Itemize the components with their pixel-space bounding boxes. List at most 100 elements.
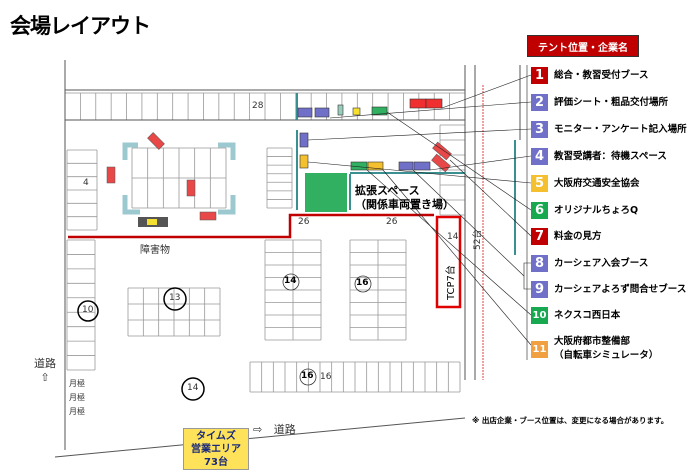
legend-label: 教習受講者：待機スペース <box>554 150 667 164</box>
tent-8 <box>398 161 414 171</box>
course-arrows <box>122 142 236 215</box>
monthly-label: 月極 <box>69 379 85 388</box>
booth-small <box>337 104 344 116</box>
legend-label-sub: （自転車シミュレータ） <box>554 350 659 361</box>
circled-markers <box>77 287 205 401</box>
legend-item: 10 ネクスコ西日本 <box>531 307 620 324</box>
legend-item: 7 料金の見方 <box>531 228 602 245</box>
legend-label-text: 料金の見方 <box>554 230 602 242</box>
road-bottom: ⇨ 道路 <box>253 421 296 437</box>
circle-13: 13 <box>169 293 181 303</box>
legend-label-text: 大阪府都市整備部 <box>554 336 631 347</box>
times-area-line2: 営業エリア <box>191 444 241 455</box>
stall-count-top: 28 <box>252 101 264 111</box>
tcp-label: TCP7台 <box>446 265 457 300</box>
leader-lines <box>307 65 532 360</box>
legend-number-badge: 5 <box>531 175 548 192</box>
legend-number-badge: 7 <box>531 228 548 245</box>
legend-item: 6 オリジナルちょろQ <box>531 202 638 219</box>
expansion-space-area <box>305 173 347 212</box>
legend-number-badge: 2 <box>531 94 548 111</box>
legend-label-text: ネクスコ西日本 <box>554 309 621 321</box>
legend-number-badge: 8 <box>531 255 548 272</box>
tent-2a <box>297 107 313 118</box>
legend-label: カーシェアよろず問合せブース <box>554 283 686 297</box>
circle-16-bottom: 16 <box>301 371 314 381</box>
road-left-label: 道路 <box>34 357 56 370</box>
arrow-up-icon: ⇧ <box>40 371 50 384</box>
stall-count-tcp: 14 <box>447 232 459 242</box>
legend-item: 5 大阪府交通安全協会 <box>531 175 640 192</box>
legend-label: 大阪府都市整備部 （自転車シミュレータ） <box>554 335 658 363</box>
legend-label: 料金の見方 <box>554 230 602 244</box>
event-boundary-line <box>68 213 434 239</box>
legend-number-badge: 10 <box>531 307 548 324</box>
circle-16: 16 <box>356 278 369 288</box>
road-edge <box>54 417 466 458</box>
legend-label: 評価シート・粗品交付場所 <box>554 96 668 110</box>
monthly-label: 月極 <box>69 407 85 416</box>
times-area-line1: タイムズ <box>196 431 236 442</box>
legend-number-badge: 3 <box>531 121 548 138</box>
tents <box>297 98 443 171</box>
tent-5 <box>299 154 309 169</box>
stall-count-left: 4 <box>83 178 89 188</box>
times-area-box: タイムズ 営業エリア 73台 <box>183 428 249 470</box>
legend-label-text: モニター・アンケート記入場所 <box>554 123 687 135</box>
arrow-right-icon: ⇨ <box>253 423 263 436</box>
circle-14: 14 <box>284 276 297 286</box>
stall-count-bottom: 16 <box>320 372 332 382</box>
legend-item: 4 教習受講者：待機スペース <box>531 148 667 165</box>
circle-14-bottom: 14 <box>187 383 199 393</box>
legend-label: 総合・教習受付ブース <box>554 69 649 83</box>
legend-label: 大阪府交通安全協会 <box>554 177 640 191</box>
legend-number-badge: 6 <box>531 202 548 219</box>
site-outline <box>54 60 521 458</box>
legend-number-badge: 11 <box>531 340 548 358</box>
tent-3 <box>299 132 309 148</box>
circle-10: 10 <box>82 305 94 315</box>
obstacle-label: 障害物 <box>140 245 170 256</box>
road-left: 道路 ⇧ <box>34 357 56 385</box>
legend-label: オリジナルちょろQ <box>554 204 638 218</box>
tent-11 <box>367 161 384 171</box>
legend-item: 3 モニター・アンケート記入場所 <box>531 121 687 138</box>
cars <box>106 132 452 221</box>
change-note: ※ 出店企業・ブース位置は、変更になる場合があります。 <box>472 416 669 425</box>
legend-item: 11 大阪府都市整備部 （自転車シミュレータ） <box>531 335 658 363</box>
tent-9 <box>413 161 431 171</box>
teal-barriers <box>296 93 516 255</box>
legend-header: テント位置・企業名 <box>527 35 639 57</box>
tent-1b <box>425 98 443 109</box>
page-title: 会場レイアウト <box>10 14 151 38</box>
legend-label-text: オリジナルちょろQ <box>554 204 639 216</box>
monthly-label: 月極 <box>69 393 85 402</box>
legend-number-badge: 4 <box>531 148 548 165</box>
legend-label-text: カーシェアよろず問合せブース <box>554 283 687 295</box>
times-area-line3: 73台 <box>204 457 228 468</box>
stall-count-mid-right: 26 <box>386 217 398 227</box>
legend-number-badge: 1 <box>531 67 548 84</box>
parking-grids <box>64 92 466 393</box>
legend-label-text: 教習受講者：待機スペース <box>554 150 667 162</box>
legend-item: 2 評価シート・粗品交付場所 <box>531 94 668 111</box>
tent-2b <box>314 107 330 118</box>
tent-6 <box>371 106 388 116</box>
legend-item: 1 総合・教習受付ブース <box>531 67 649 84</box>
legend-item: 9 カーシェアよろず問合せブース <box>531 281 686 298</box>
tent-yellow-small <box>352 107 361 116</box>
expansion-space-title: 拡張スペース <box>355 184 420 197</box>
legend-label-text: カーシェア入会ブース <box>554 257 649 269</box>
tent-1a <box>409 98 427 109</box>
tcp-area <box>435 215 462 309</box>
legend-label-text: 総合・教習受付ブース <box>554 69 649 81</box>
legend-label: ネクスコ西日本 <box>554 309 620 323</box>
legend-number-badge: 9 <box>531 281 548 298</box>
stall-count-mid-left: 26 <box>298 217 310 227</box>
legend-label: カーシェア入会ブース <box>554 257 648 271</box>
legend-label-text: 大阪府交通安全協会 <box>554 177 640 189</box>
stall-count-side: 52台 <box>473 229 483 250</box>
legend-item: 8 カーシェア入会ブース <box>531 255 648 272</box>
legend-label-text: 評価シート・粗品交付場所 <box>554 96 669 108</box>
